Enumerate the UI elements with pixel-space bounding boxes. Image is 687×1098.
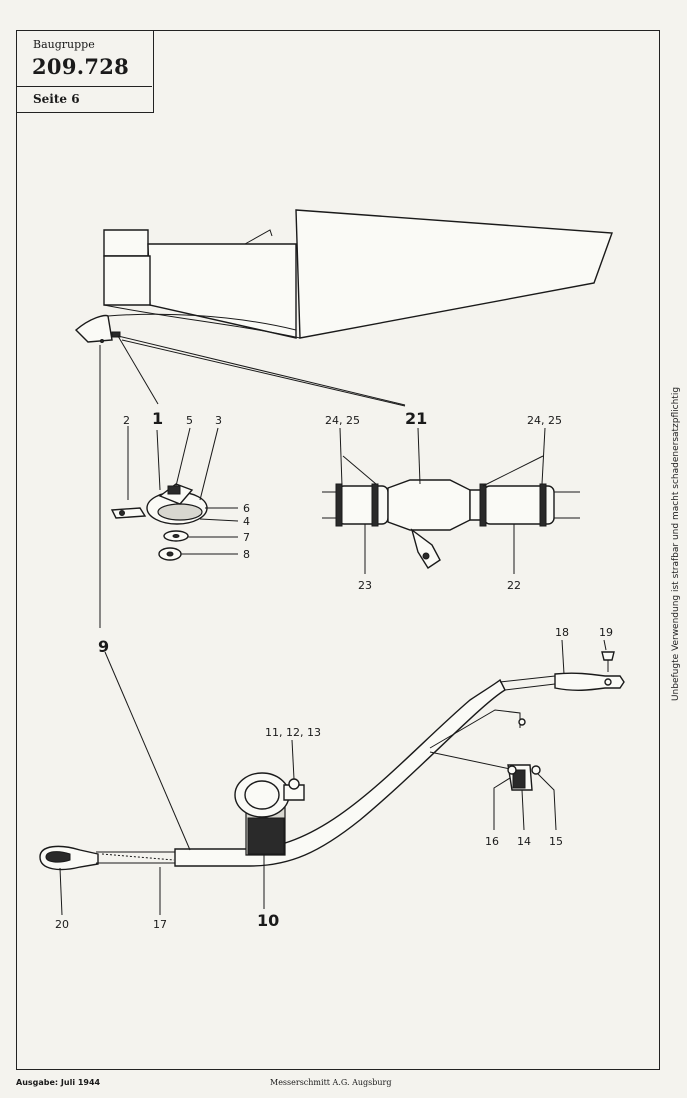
callout-24-25-left: 24, 25	[325, 414, 360, 427]
footer-edition: Ausgabe: Juli 1944	[16, 1078, 101, 1087]
group-number: 209.728	[32, 54, 130, 79]
control-cable-assembly	[39, 639, 625, 916]
side-legal-note: Unbefugte Verwendung ist strafbar und ma…	[671, 386, 681, 702]
callout-18: 18	[555, 626, 569, 639]
header-box: Baugruppe 209.728 Seite 6	[16, 30, 154, 113]
bracket-assembly-1	[110, 426, 239, 561]
callout-16: 16	[485, 835, 499, 848]
callout-6: 6	[243, 502, 250, 515]
callout-7: 7	[243, 531, 250, 544]
group-label: Baugruppe	[33, 38, 95, 51]
callout-11-12-13: 11, 12, 13	[265, 726, 321, 739]
page-label: Seite 6	[33, 92, 80, 106]
callout-4: 4	[243, 515, 250, 528]
callout-3: 3	[215, 414, 222, 427]
fuselage-tail-illustration	[74, 209, 613, 343]
callout-20: 20	[55, 918, 69, 931]
callout-10: 10	[257, 911, 279, 930]
callout-21: 21	[405, 409, 427, 428]
page-frame	[16, 30, 660, 1070]
leader-21a	[117, 335, 406, 406]
footer-publisher: Messerschmitt A.G. Augsburg	[270, 1078, 392, 1087]
callout-19: 19	[599, 626, 613, 639]
callout-14: 14	[517, 835, 531, 848]
callout-24-25-right: 24, 25	[527, 414, 562, 427]
callout-23: 23	[358, 579, 372, 592]
cable-clamp-assembly-21	[322, 427, 580, 574]
leader-21b	[121, 339, 406, 407]
header-divider	[16, 86, 152, 87]
callout-5: 5	[186, 414, 193, 427]
callout-22: 22	[507, 579, 521, 592]
callout-8: 8	[243, 548, 250, 561]
callout-9: 9	[98, 637, 109, 656]
callout-2: 2	[123, 414, 130, 427]
callout-15: 15	[549, 835, 563, 848]
callout-17: 17	[153, 918, 167, 931]
callout-1: 1	[152, 409, 163, 428]
leader-1	[117, 335, 159, 405]
